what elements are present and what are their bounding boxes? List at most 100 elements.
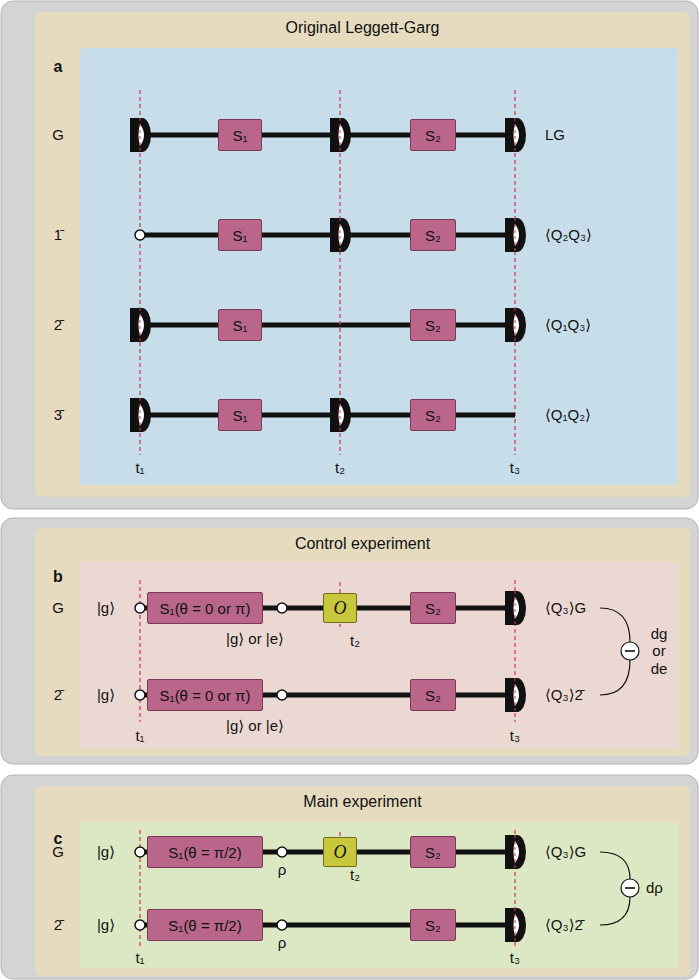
- evolution-box: S₂: [410, 309, 456, 341]
- detector-symbol: [330, 398, 351, 432]
- detector-body: [505, 218, 526, 252]
- difference-label: dg or de: [646, 625, 672, 677]
- panel-frame: [1, 1, 698, 509]
- time-line: [514, 90, 515, 455]
- time-label: t₂: [350, 866, 360, 884]
- state-label: |g⟩ or |e⟩: [226, 630, 284, 648]
- state-label: |g⟩: [97, 599, 115, 617]
- minus-circle: [621, 642, 639, 660]
- detector-lens: [514, 597, 520, 619]
- evolution-box: S₁: [218, 219, 262, 251]
- detector-lens: [514, 224, 520, 246]
- detector-symbol: [505, 308, 526, 342]
- state-dot: [277, 847, 287, 857]
- time-line: [140, 398, 141, 432]
- box-text: S₂: [425, 687, 441, 704]
- difference-symbol: [600, 852, 639, 925]
- wire: [140, 413, 240, 418]
- detector-lens: [339, 224, 345, 246]
- correlator-label: ⟨Q₁Q₂⟩: [545, 406, 591, 424]
- minus-circle: [621, 879, 639, 897]
- detector-body: [505, 678, 526, 712]
- box-text: S₂: [425, 317, 441, 334]
- wire: [140, 693, 205, 698]
- detector-symbol: [330, 118, 351, 152]
- detector-lens: [514, 914, 520, 936]
- time-label: t₃: [510, 727, 520, 745]
- detector-body: [330, 218, 351, 252]
- time-line: [340, 118, 341, 152]
- wire: [433, 323, 515, 328]
- wire-connector: [262, 323, 410, 328]
- wire: [433, 133, 515, 138]
- expectation-label: ⟨Q₃⟩G: [545, 843, 586, 861]
- time-label: t₃: [510, 459, 520, 477]
- panel-ground: [80, 562, 678, 748]
- detector-lens: [514, 684, 520, 706]
- row-label: G: [52, 599, 64, 617]
- evolution-box: S₂: [410, 219, 456, 251]
- evolution-box: S₁: [218, 399, 262, 431]
- detector-symbol: [130, 308, 151, 342]
- detector-symbol: [505, 678, 526, 712]
- difference-symbol: [600, 608, 639, 695]
- experiment-panel: Control experimentbS₁(θ = 0 or π)OS₂S₁(θ…: [35, 528, 690, 756]
- wire: [140, 850, 205, 855]
- box-text: S₁(θ = 0 or π): [160, 600, 251, 617]
- wire-connector: [357, 606, 410, 611]
- time-line: [515, 218, 516, 252]
- state-label: |g⟩: [97, 843, 115, 861]
- expectation-label: ⟨Q₃⟩2̄: [545, 686, 583, 704]
- bracket-line: [600, 608, 630, 642]
- detector-body: [130, 308, 151, 342]
- time-line: [339, 832, 340, 866]
- wire-connector: [263, 850, 323, 855]
- panel-frame: [1, 775, 698, 979]
- wire: [433, 923, 515, 928]
- time-line: [515, 308, 516, 342]
- wire: [433, 233, 515, 238]
- state-label: |g⟩ or |e⟩: [226, 717, 284, 735]
- minus-sign: [625, 650, 635, 652]
- detector-body: [505, 308, 526, 342]
- time-label: t₂: [335, 459, 345, 477]
- state-dot: [135, 920, 145, 930]
- detector-symbol: [505, 118, 526, 152]
- time-line: [339, 582, 340, 627]
- state-label: ρ: [278, 934, 287, 952]
- detector-body: [505, 835, 526, 869]
- time-line: [340, 398, 341, 432]
- detector-body: [505, 118, 526, 152]
- detector-lens: [514, 841, 520, 863]
- time-label: t₂: [350, 632, 360, 650]
- box-text: S₂: [425, 127, 441, 144]
- box-text: S₂: [425, 407, 441, 424]
- detector-body: [505, 591, 526, 625]
- time-label: t₁: [135, 949, 144, 967]
- wire: [433, 606, 515, 611]
- time-line: [340, 218, 341, 252]
- expectation-label: ⟨Q₃⟩G: [545, 599, 586, 617]
- box-text: S₂: [425, 844, 441, 861]
- wire-connector: [263, 606, 323, 611]
- detector-body: [130, 118, 151, 152]
- row-label: 3̄: [54, 406, 62, 424]
- panel-title: Control experiment: [35, 535, 690, 553]
- evolution-box: S₁: [218, 309, 262, 341]
- state-dot: [135, 847, 145, 857]
- box-text: S₁(θ = π/2): [168, 917, 241, 934]
- box-text: S₂: [425, 917, 441, 934]
- evolution-box: S₂: [410, 119, 456, 151]
- state-dot: [277, 690, 287, 700]
- detector-lens: [339, 404, 345, 426]
- box-text: O: [334, 598, 347, 619]
- time-label: t₁: [135, 459, 144, 477]
- difference-label: dρ: [646, 879, 663, 897]
- state-label: ρ: [278, 861, 287, 879]
- panel-letter: b: [48, 568, 68, 586]
- row-label: 2̄: [54, 916, 62, 934]
- wire: [140, 233, 240, 238]
- detector-lens: [514, 124, 520, 146]
